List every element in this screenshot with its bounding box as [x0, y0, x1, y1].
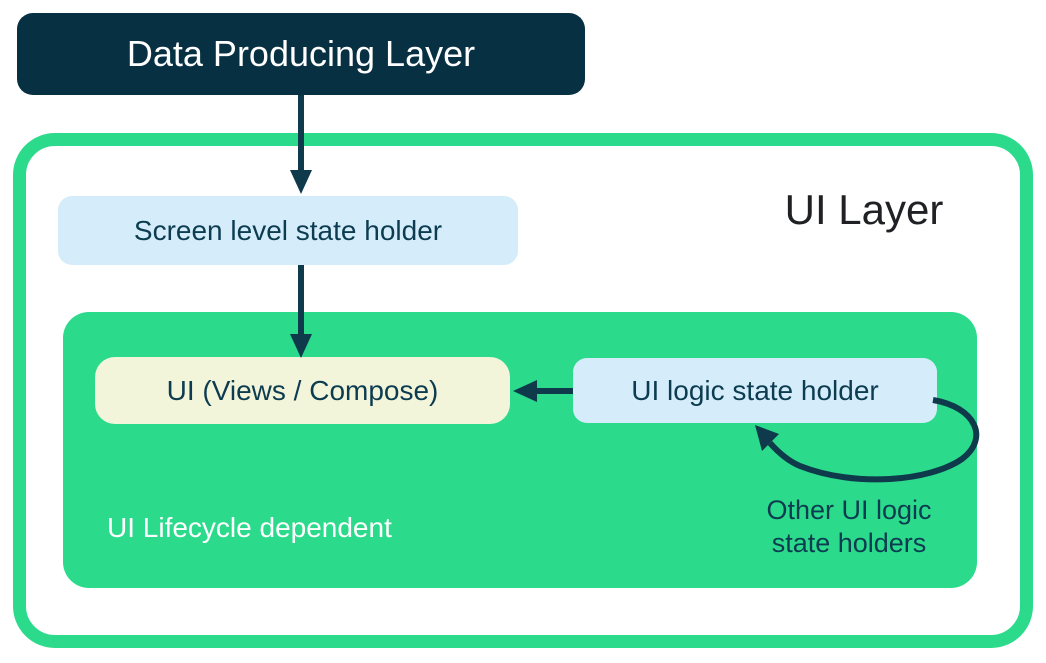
node-screen-level-state-holder: Screen level state holder [58, 196, 518, 265]
node-data-producing-layer-label: Data Producing Layer [126, 33, 476, 74]
node-ui-logic-state-holder-label: UI logic state holder [631, 374, 879, 406]
node-ui-views-compose-label: UI (Views / Compose) [166, 374, 439, 406]
ui-layer-title: UI Layer [784, 186, 944, 233]
other-ui-logic-state-holders-label: Other UI logic state holders [719, 494, 979, 560]
node-ui-views-compose: UI (Views / Compose) [95, 357, 510, 424]
other-ui-logic-line2: state holders [771, 528, 927, 558]
ui-lifecycle-dependent-label: UI Lifecycle dependent [107, 512, 392, 543]
node-data-producing-layer: Data Producing Layer [17, 13, 585, 95]
other-ui-logic-line1: Other UI logic [766, 495, 932, 525]
node-screen-level-state-holder-label: Screen level state holder [133, 214, 443, 246]
node-ui-logic-state-holder: UI logic state holder [573, 358, 937, 423]
